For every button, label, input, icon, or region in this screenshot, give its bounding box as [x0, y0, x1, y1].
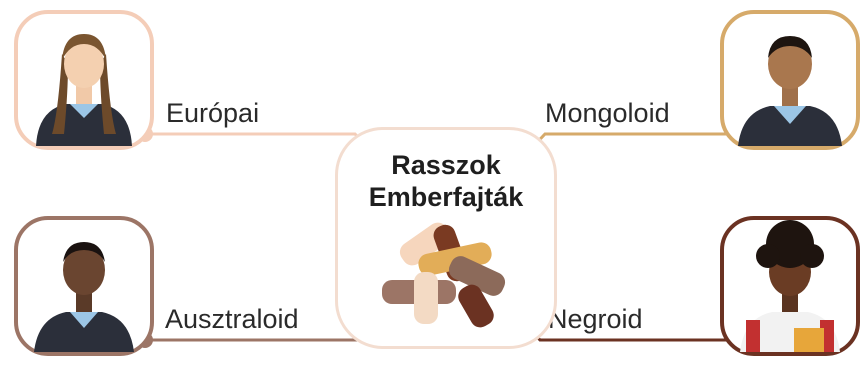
center-node: Rasszok Emberfajták [335, 127, 557, 349]
center-title-line1: Rasszok [391, 150, 501, 180]
photo-ausztraloid [14, 216, 154, 356]
photo-mongoloid [720, 10, 860, 150]
label-ausztraloid: Ausztraloid [165, 304, 299, 334]
photo-europai [14, 10, 154, 150]
girl-portrait-icon [36, 34, 132, 146]
photo-negroid [720, 216, 860, 356]
center-title-line2: Emberfajták [368, 182, 524, 212]
joined-hands-icon [382, 222, 506, 328]
girl-portrait-icon [740, 220, 840, 352]
label-negroid: Negroid [548, 304, 643, 334]
label-mongoloid: Mongoloid [545, 98, 670, 128]
boy-portrait-icon [738, 36, 842, 146]
connector-mongoloid [526, 132, 737, 154]
label-europai: Európai [166, 98, 260, 128]
boy-portrait-icon [34, 242, 134, 352]
